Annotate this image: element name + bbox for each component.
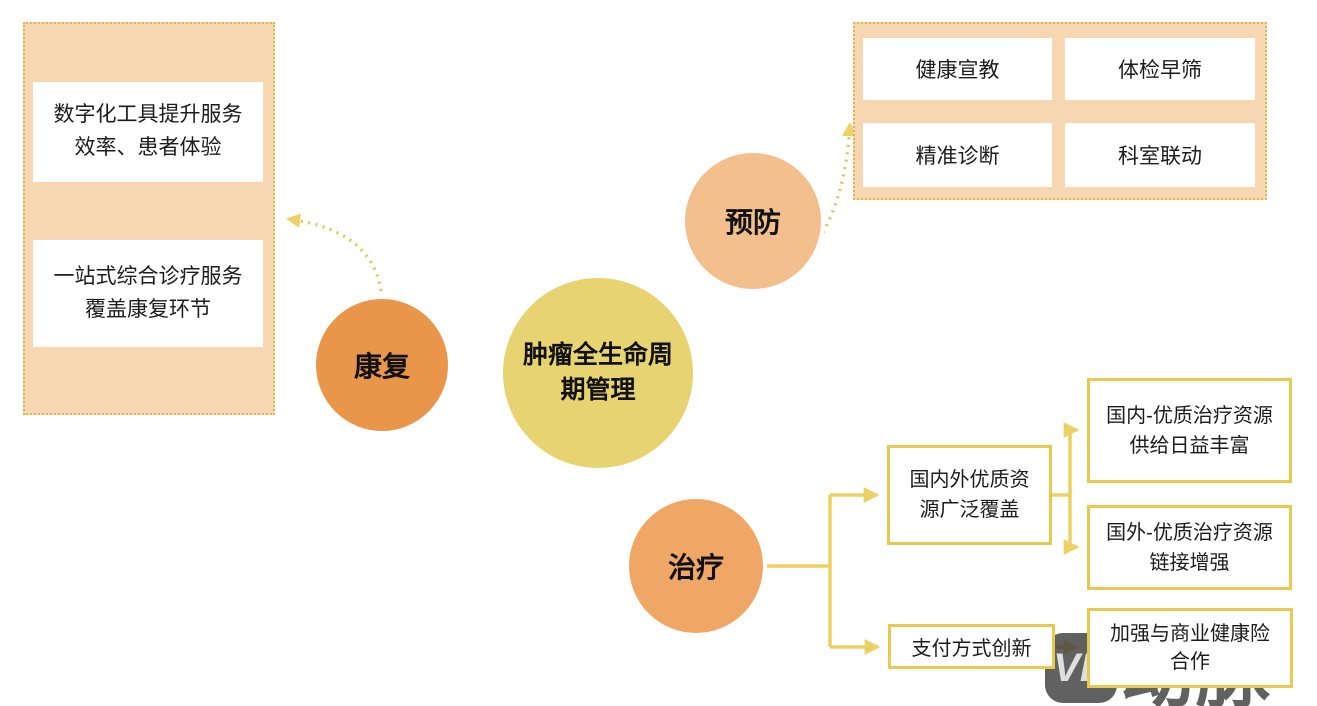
treat-payment-box: 支付方式创新: [888, 624, 1055, 669]
treat-foreign-resources-box: 国外-优质治疗资源 链接增强: [1087, 505, 1292, 590]
treat-branch-bracket: [763, 495, 832, 647]
dotted-arrow-rehab-to-panel: [285, 213, 383, 292]
central-topic-circle: 肿瘤全生命周 期管理: [503, 278, 693, 468]
resources-sub-bracket: [1052, 430, 1072, 547]
prevent-item-card: 科室联动: [1065, 123, 1255, 187]
prevent-item-card: 健康宣教: [863, 38, 1052, 100]
treat-domestic-resources-box: 国内-优质治疗资源 供给日益丰富: [1087, 378, 1292, 483]
rehab-item-card: 一站式综合诊疗服务 覆盖康复环节: [33, 240, 263, 347]
rehab-item-card: 数字化工具提升服务 效率、患者体验: [33, 82, 263, 182]
prevent-item-card: 精准诊断: [863, 123, 1052, 187]
treat-insurance-box: 加强与商业健康险 合作: [1087, 608, 1293, 688]
branch-circle-prevent: 预防: [681, 149, 825, 293]
prevent-item-card: 体检早筛: [1065, 38, 1255, 100]
branch-circle-treat: 治疗: [625, 495, 767, 637]
branch-circle-rehab: 康复: [312, 295, 452, 435]
treat-resources-box: 国内外优质资 源广泛覆盖: [887, 445, 1052, 545]
rehab-items-panel: [23, 22, 275, 415]
